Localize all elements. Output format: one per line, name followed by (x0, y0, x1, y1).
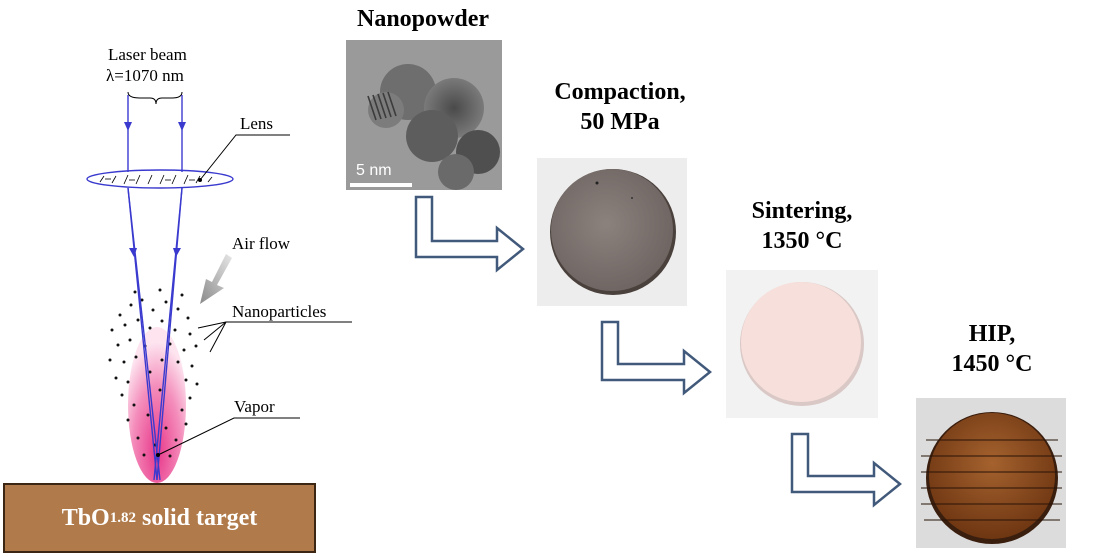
sintered-disc-photo (726, 270, 878, 418)
lens-label: Lens (240, 114, 274, 133)
hip-title: HIP, 1450 °C (912, 319, 1072, 379)
scale-bar-label: 5 nm (356, 162, 392, 179)
laser-beams (127, 95, 183, 481)
compaction-title-line1: Compaction, (554, 79, 686, 105)
sintering-title: Sintering, 1350 °C (712, 196, 892, 256)
target-formula: TbO (61, 504, 110, 531)
hip-ceramic-disc (916, 398, 1066, 548)
laser-beam-label: Laser beam (108, 45, 187, 64)
nanopowder-tem-image: 5 nm (346, 40, 502, 190)
hip-title-line1: HIP, (968, 321, 1016, 347)
arrow-sintering-to-hip (790, 432, 902, 508)
nanopowder-title: Nanopowder (356, 6, 489, 32)
hip-ceramic-photo (916, 398, 1066, 548)
vapor-label: Vapor (234, 397, 275, 416)
compacted-disc (550, 169, 676, 295)
sintered-disc (740, 282, 864, 406)
target-formula-subscript: 1.82 (109, 509, 136, 526)
laser-evaporation-schematic (86, 91, 352, 483)
vapor-leader-dot (156, 453, 160, 457)
arrow-nanopowder-to-compaction (414, 195, 525, 273)
nanoparticles-leaders (197, 321, 352, 353)
beam-bracket (127, 91, 183, 105)
lens-leader-dot (198, 178, 202, 182)
vapor-leader (157, 417, 300, 456)
beam-arrowheads (124, 122, 186, 257)
arrow-compaction-to-sintering (600, 320, 712, 396)
target-suffix: solid target (135, 504, 258, 531)
vapor-plume (128, 327, 186, 483)
air-flow-label: Air flow (232, 234, 291, 253)
compacted-disc-photo (537, 158, 687, 306)
sintering-title-line1: Sintering, (751, 198, 853, 224)
sintering-title-line2: 1350 °C (761, 228, 843, 254)
nanoparticles-label: Nanoparticles (232, 302, 327, 321)
lens-leader (199, 134, 290, 181)
compaction-title: Compaction, 50 MPa (520, 77, 720, 137)
lens-hatching (99, 174, 213, 185)
hip-title-line2: 1450 °C (951, 351, 1033, 377)
air-flow-arrow (200, 254, 232, 304)
scale-bar (350, 183, 412, 187)
tem-texture (346, 40, 502, 190)
wavelength-label: λ=1070 nm (106, 66, 184, 85)
compaction-title-line2: 50 MPa (580, 109, 660, 135)
lens (86, 169, 234, 189)
